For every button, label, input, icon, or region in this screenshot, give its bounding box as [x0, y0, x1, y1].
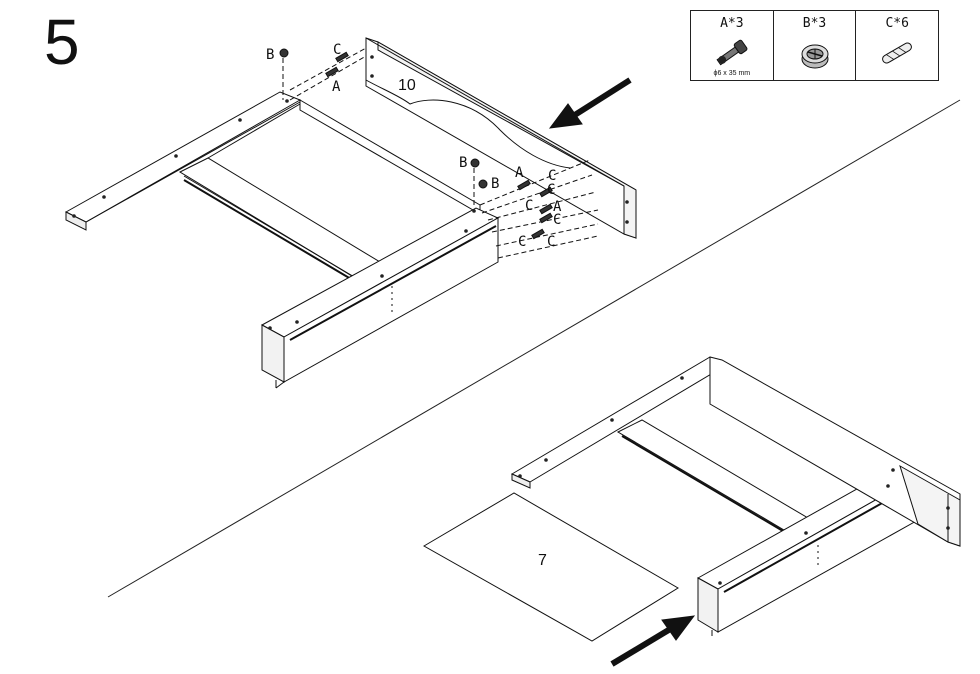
- step-number: 5: [44, 6, 80, 78]
- back-board-7: [422, 492, 679, 642]
- upper-callout-labels: B C A B B A C C C A C C C: [266, 42, 562, 250]
- lower-frame-holes: [518, 376, 950, 585]
- callout-c-6: C: [518, 234, 526, 250]
- part-label-a: A*3: [720, 16, 744, 31]
- part-cell-b: B*3: [772, 11, 856, 80]
- upper-base-frame: [64, 91, 500, 389]
- cam-lock-icon: [801, 44, 828, 69]
- upper-hardware-guides: [282, 47, 599, 259]
- back-board-number: 7: [538, 552, 547, 569]
- part-label-c: C*6: [885, 16, 909, 31]
- wooden-dowel-icon: [882, 42, 913, 64]
- cam-bolt-icon: [716, 39, 748, 66]
- part-note-a: ϕ6 x 35 mm: [713, 70, 751, 77]
- insert-arrow-lower: [610, 615, 696, 667]
- callout-a-3: A: [553, 199, 562, 215]
- callout-b-2: B: [459, 155, 467, 171]
- parts-table: A*3 ϕ6 x 35 mm B*3 C*6: [690, 10, 939, 81]
- callout-c-5: C: [553, 212, 561, 228]
- part-cell-c: C*6: [855, 11, 938, 80]
- callout-c-1: C: [333, 42, 341, 58]
- upper-hardware-parts: [279, 48, 553, 240]
- side-panel-holes: [370, 55, 629, 224]
- callout-c-3: C: [547, 182, 555, 198]
- side-panel-number: 10: [398, 77, 416, 94]
- callout-b-3: B: [491, 176, 499, 192]
- upper-frame-holes: [72, 99, 476, 330]
- callout-a-1: A: [332, 79, 341, 95]
- part-cell-a: A*3 ϕ6 x 35 mm: [691, 11, 773, 80]
- callout-a-2: A: [515, 165, 524, 181]
- lower-assembled-frame: [510, 356, 961, 636]
- insert-arrow-upper: [548, 77, 632, 129]
- part-label-b: B*3: [802, 16, 827, 31]
- callout-b-1: B: [266, 47, 274, 63]
- step-divider-line: [107, 99, 961, 598]
- callout-c-2: C: [548, 168, 556, 184]
- side-panel-10: [365, 37, 637, 239]
- callout-c-4: C: [525, 198, 533, 214]
- callout-c-7: C: [547, 234, 555, 250]
